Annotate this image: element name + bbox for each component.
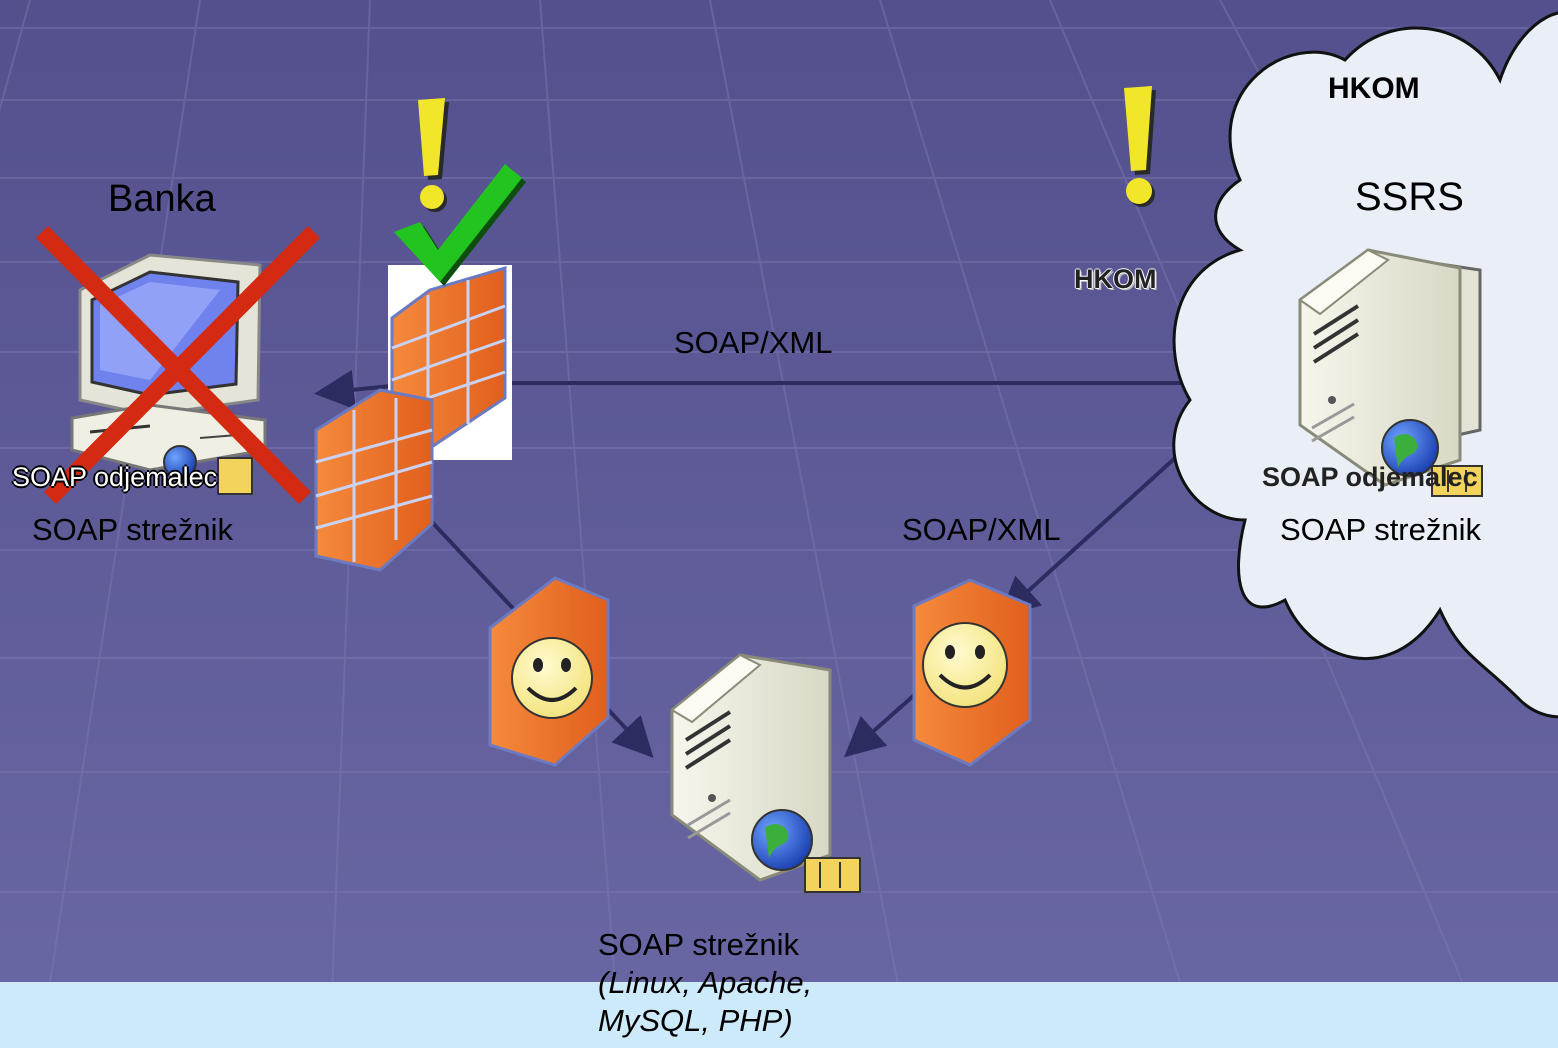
center-server-detail-line1: (Linux, Apache, xyxy=(598,965,813,1000)
server-icon xyxy=(1298,248,1483,497)
arrow-ssrs-to-center xyxy=(844,688,922,758)
soap-xml-right-label: SOAP/XML xyxy=(902,512,1061,547)
ssrs-client-label: SOAP odjemalec xyxy=(1262,462,1478,492)
server-icon xyxy=(670,653,861,893)
exclamation-icon xyxy=(1124,86,1156,207)
center-server-detail-line2: MySQL, PHP) xyxy=(598,1003,793,1038)
globe-icon xyxy=(163,445,197,479)
exclamation-icon xyxy=(418,98,449,212)
smiley-firewall-icon xyxy=(488,576,610,767)
smiley-firewall-icon xyxy=(912,578,1032,767)
banka-client-label: SOAP odjemalec xyxy=(12,462,218,492)
ssrs-title: SSRS xyxy=(1355,175,1464,219)
footer-band xyxy=(0,982,1558,1048)
center-server-title: SOAP strežnik xyxy=(598,927,800,962)
cloud-title: HKOM xyxy=(1328,72,1420,105)
center-server-label: SOAP strežnik (Linux, Apache, MySQL, PHP… xyxy=(598,926,812,1040)
soap-xml-top-label: SOAP/XML xyxy=(674,325,833,360)
firewall-icon xyxy=(314,388,434,572)
green-check-icon xyxy=(394,164,526,286)
firewall-icon xyxy=(388,265,512,460)
banka-server-label: SOAP strežnik xyxy=(32,512,234,547)
ssrs-server-label: SOAP strežnik xyxy=(1280,512,1482,547)
hkom-label: HKOM xyxy=(1074,264,1157,294)
red-x-icon xyxy=(35,226,321,504)
banka-title: Banka xyxy=(108,178,216,220)
